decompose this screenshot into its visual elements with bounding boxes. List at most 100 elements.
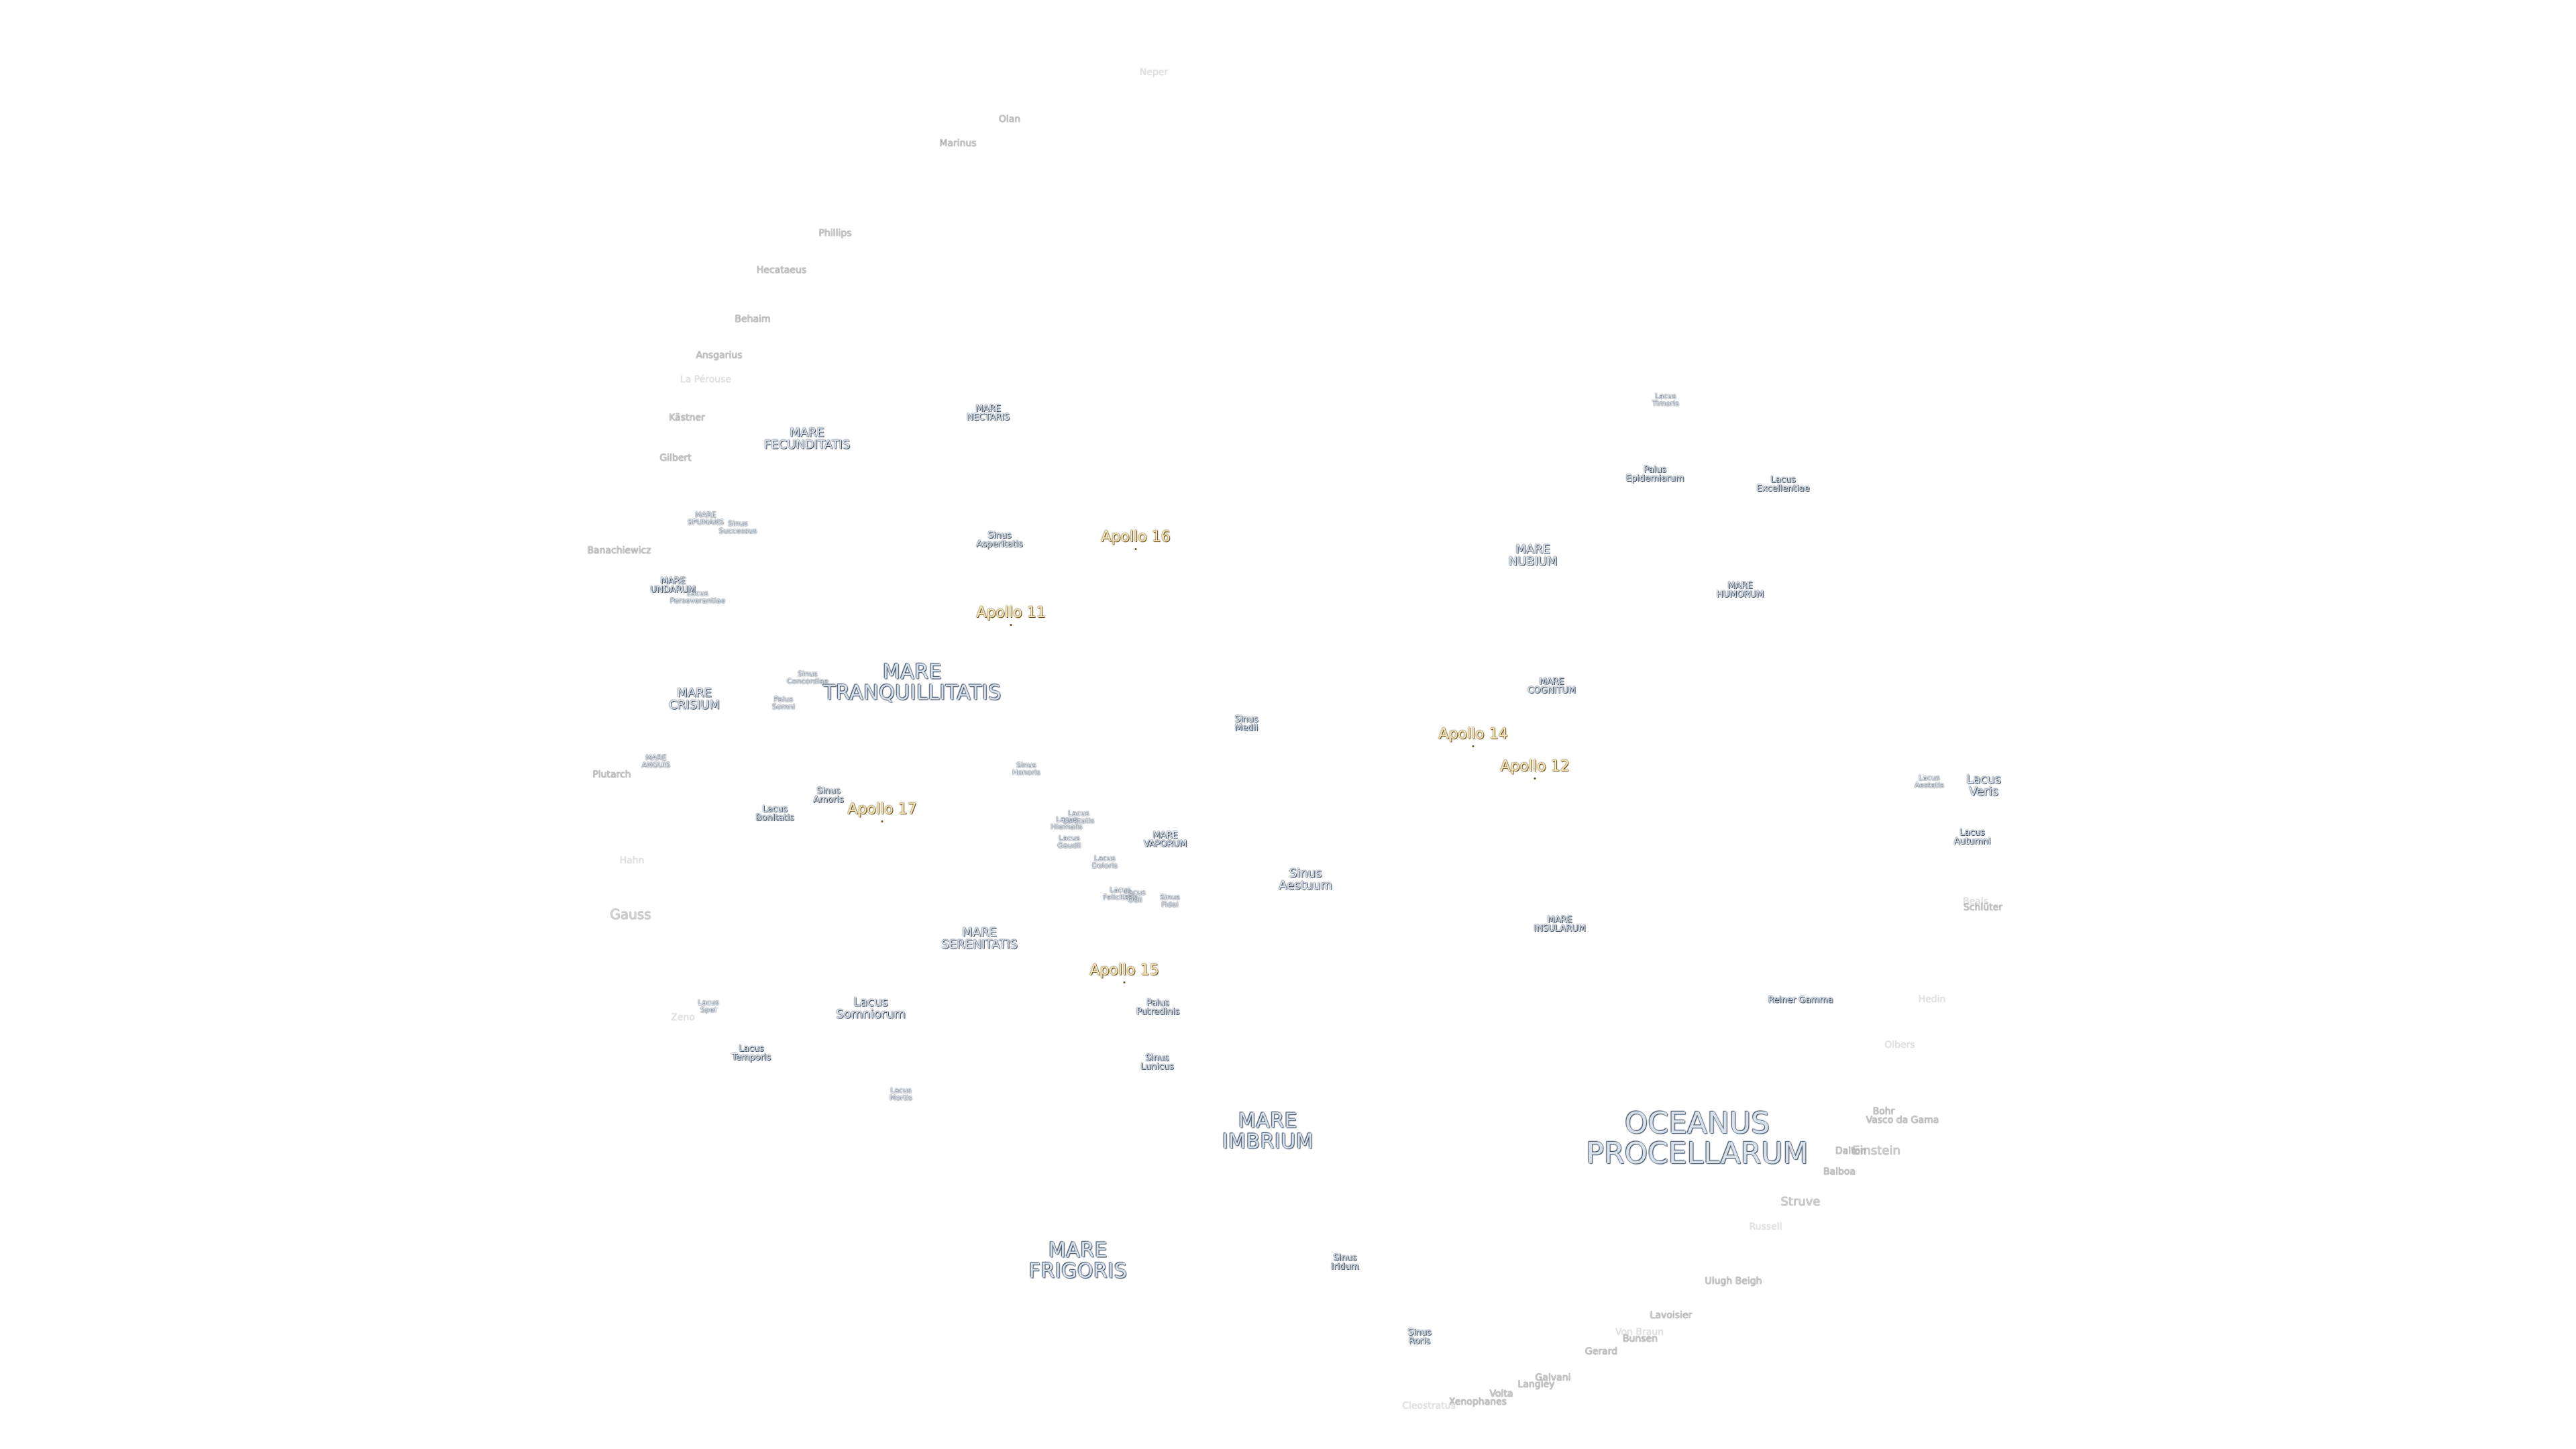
reiner-gamma-label[interactable]: Reiner Gamma	[1768, 996, 1833, 1005]
struve-label[interactable]: Struve	[1780, 1194, 1821, 1209]
olan-label[interactable]: Olan	[998, 113, 1021, 125]
apollo-14-label[interactable]: Apollo 14	[1438, 725, 1508, 743]
apollo-16-label[interactable]: Apollo 16	[1101, 528, 1171, 545]
mare-insularum-line-0: MARE	[1547, 914, 1572, 925]
gauss-label[interactable]: Gauss	[610, 906, 651, 922]
apollo-11-site-marker[interactable]	[1010, 624, 1012, 626]
volta-label[interactable]: Volta	[1489, 1388, 1513, 1399]
apollo-17-label[interactable]: Apollo 17	[847, 800, 917, 818]
plutarch-label[interactable]: Plutarch	[592, 769, 631, 780]
marinus-label[interactable]: Marinus	[939, 138, 977, 149]
ansgarius-label[interactable]: Ansgarius	[696, 350, 743, 361]
balboa-label[interactable]: Balboa	[1823, 1166, 1856, 1177]
von-braun-label[interactable]: Von Braun	[1615, 1326, 1664, 1338]
langley-label[interactable]: Langley	[1517, 1379, 1555, 1390]
bohr-label[interactable]: Bohr	[1872, 1106, 1895, 1117]
phillips-label[interactable]: Phillips	[818, 227, 852, 239]
hecataeus-label[interactable]: Hecataeus	[756, 264, 807, 276]
lacus-perseverantiae-line-0: Lacus	[687, 588, 708, 598]
russell-label[interactable]: Russell	[1749, 1221, 1782, 1232]
olbers-label[interactable]: Olbers	[1884, 1039, 1915, 1051]
bunsen-label[interactable]: Bunsen	[1622, 1333, 1658, 1344]
zeno-label[interactable]: Zeno	[671, 1012, 695, 1023]
apollo-16-site-marker[interactable]	[1134, 548, 1137, 550]
apollo-14-site-marker[interactable]	[1472, 745, 1474, 747]
lavoisier-label[interactable]: Lavoisier	[1650, 1309, 1693, 1321]
hahn-label[interactable]: Hahn	[619, 855, 645, 866]
apollo-17-site-marker[interactable]	[881, 820, 883, 822]
gerard-label[interactable]: Gerard	[1585, 1346, 1618, 1357]
einstein-label[interactable]: Einstein	[1852, 1143, 1900, 1158]
xenophanes-label[interactable]: Xenophanes	[1448, 1396, 1507, 1407]
behaim-label[interactable]: Behaim	[735, 313, 771, 325]
hedin-label[interactable]: Hedin	[1918, 994, 1946, 1005]
apollo-11-label[interactable]: Apollo 11	[976, 604, 1046, 621]
ulugh-beigh-label[interactable]: Ulugh Beigh	[1705, 1275, 1762, 1287]
apollo-15-site-marker[interactable]	[1123, 981, 1126, 983]
mare-anguis-line-0: MARE	[645, 753, 667, 762]
gilbert-label[interactable]: Gilbert	[659, 452, 692, 464]
neper-label[interactable]: Neper	[1139, 66, 1169, 78]
la-perouse-label[interactable]: La Pérouse	[680, 374, 732, 385]
kastner-label[interactable]: Kästner	[669, 412, 705, 423]
apollo-12-label[interactable]: Apollo 12	[1500, 757, 1570, 775]
galvani-label[interactable]: Galvani	[1535, 1372, 1571, 1383]
schluter-label[interactable]: Schlüter	[1963, 902, 2003, 913]
apollo-12-site-marker[interactable]	[1534, 777, 1536, 780]
dalton-label[interactable]: Dalton	[1835, 1145, 1867, 1157]
cleostratus-label[interactable]: Cleostratus	[1402, 1400, 1456, 1411]
vasco-da-gama-label[interactable]: Vasco da Gama	[1866, 1114, 1939, 1126]
beals-label[interactable]: Beals	[1963, 896, 1988, 907]
banachiewicz-label[interactable]: Banachiewicz	[587, 545, 651, 556]
apollo-15-label[interactable]: Apollo 15	[1089, 961, 1159, 979]
